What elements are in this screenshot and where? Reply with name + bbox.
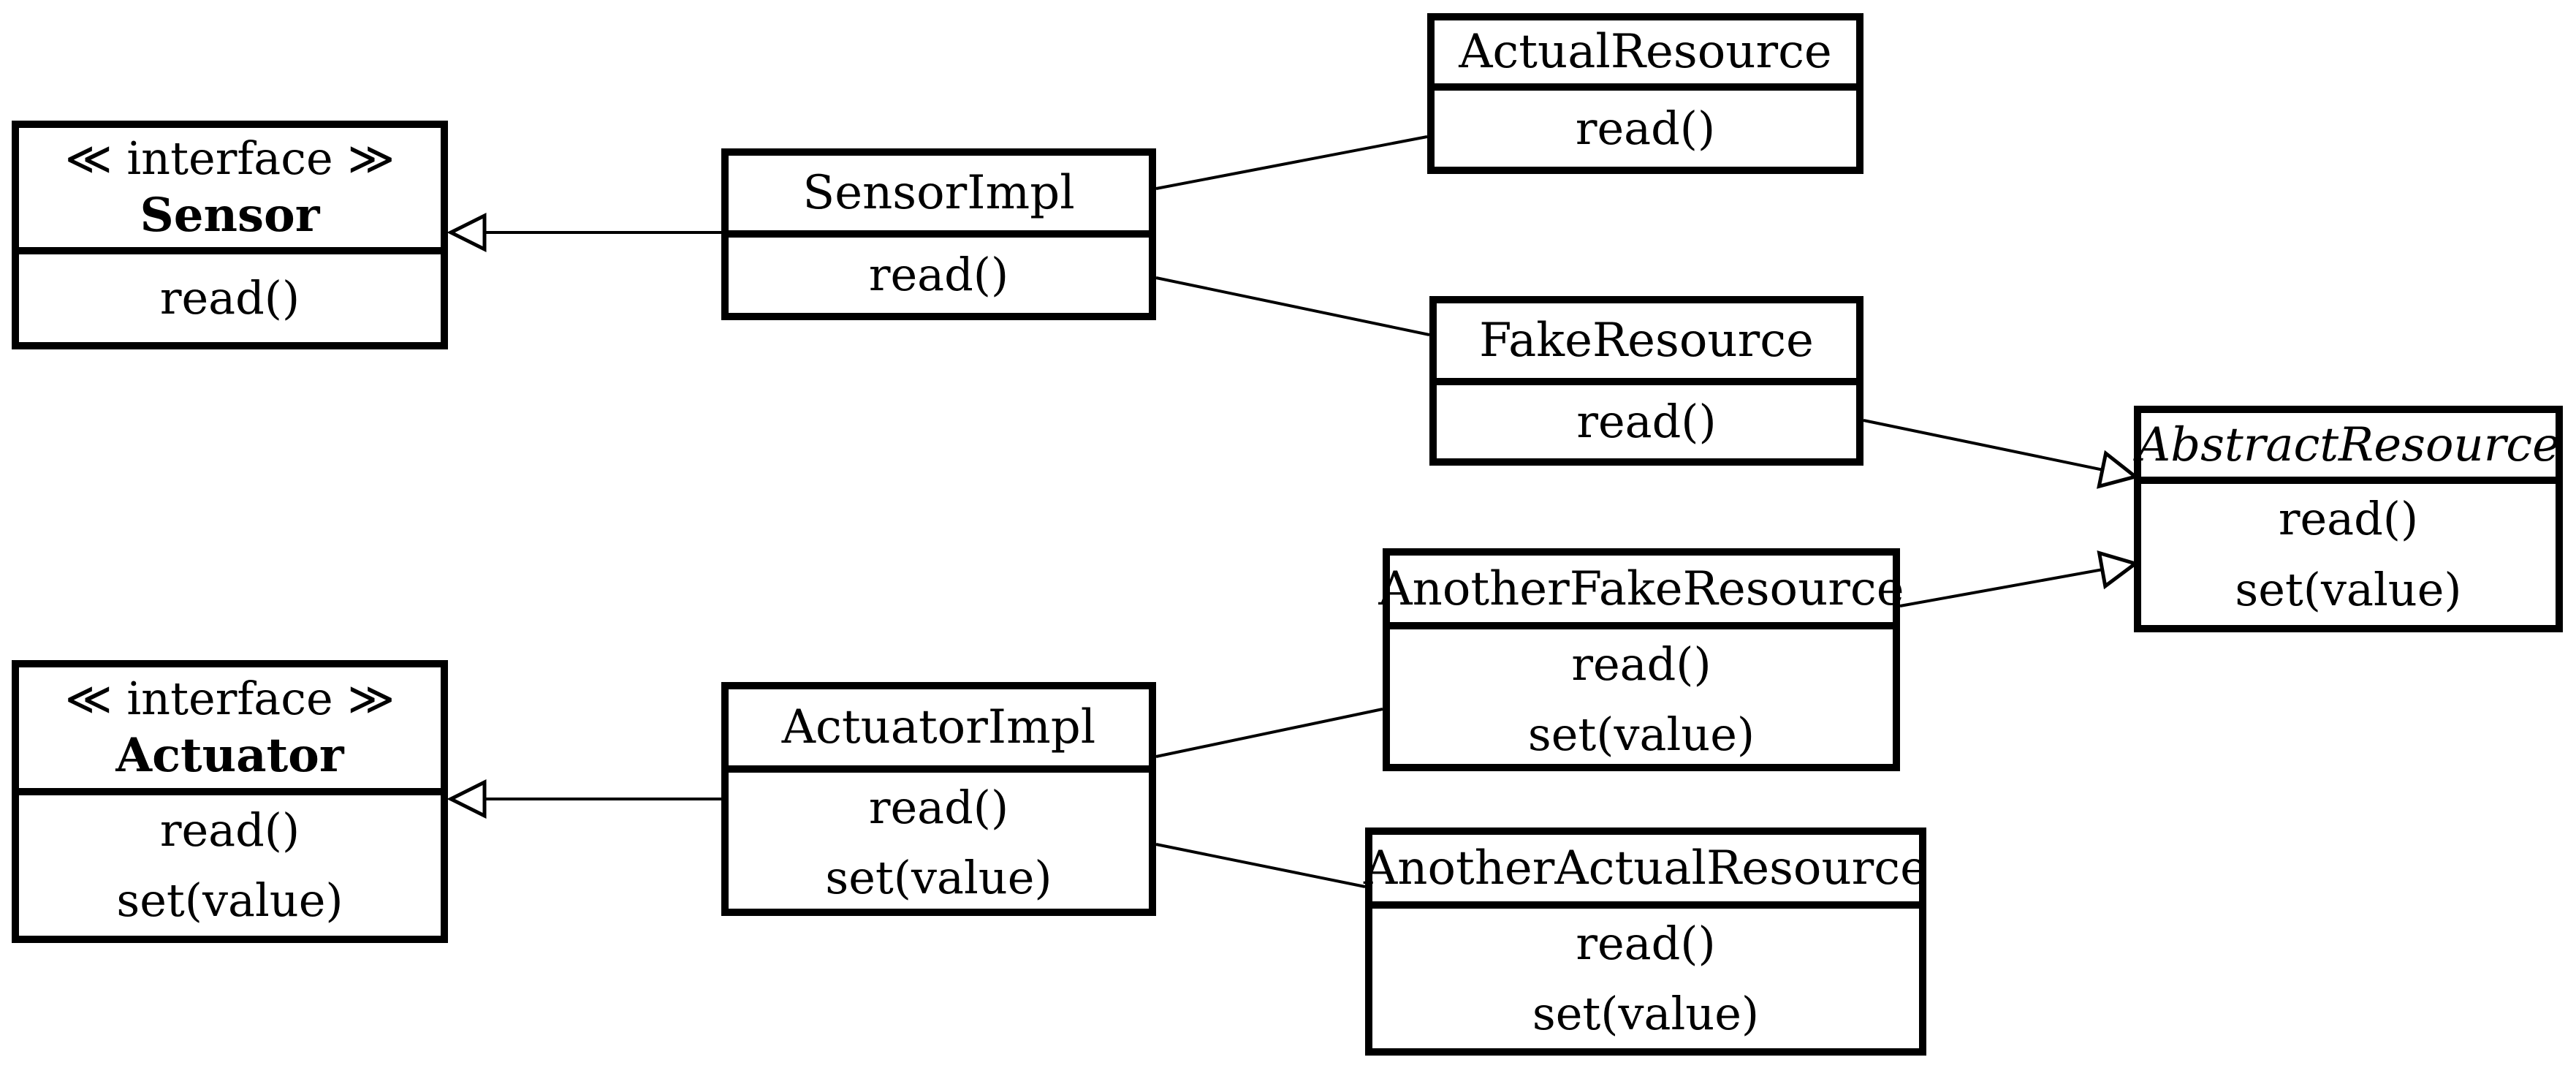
class-methods-anotherfakeresource: read() set(value)	[1390, 629, 1893, 770]
association-line-actuatorimpl-to-anotheractualresource	[1155, 843, 1366, 888]
method-label: read()	[159, 803, 300, 857]
class-box-actualresource: ActualResource read()	[1427, 13, 1863, 174]
class-methods-actuatorimpl: read() set(value)	[729, 773, 1149, 913]
class-header-fakeresource: FakeResource	[1437, 303, 1856, 385]
hollow-triangle-arrowhead-abstractresource-upper	[2097, 450, 2140, 489]
class-methods-actualresource: read()	[1435, 91, 1856, 167]
class-name: AnotherFakeResource	[1378, 561, 1904, 616]
hollow-triangle-arrowhead-abstractresource-lower	[2097, 550, 2140, 590]
class-box-actuatorimpl: ActuatorImpl read() set(value)	[721, 682, 1156, 916]
generalization-line-anotherfakeresource-to-abstractresource	[1899, 562, 2136, 607]
interface-stereotype: ≪ interface ≫	[64, 131, 395, 185]
method-label: read()	[1571, 637, 1711, 691]
class-name: ActuatorImpl	[781, 700, 1096, 754]
association-line-sensorimpl-to-fakeresource	[1155, 276, 1430, 336]
class-name: SensorImpl	[802, 166, 1075, 220]
method-label: set(value)	[116, 874, 343, 928]
class-methods-actuator: read() set(value)	[19, 795, 441, 936]
method-label: set(value)	[1527, 708, 1755, 762]
method-label: read()	[1576, 917, 1716, 970]
class-header-actualresource: ActualResource	[1435, 20, 1856, 91]
class-header-abstractresource: AbstractResource	[2137, 413, 2560, 484]
method-label: read()	[868, 248, 1009, 302]
class-box-sensor: ≪ interface ≫ Sensor read()	[12, 121, 448, 349]
class-name: FakeResource	[1479, 314, 1814, 368]
method-label: read()	[159, 270, 300, 325]
class-methods-anotheractualresource: read() set(value)	[1372, 909, 1919, 1049]
class-box-anotherfakeresource: AnotherFakeResource read() set(value)	[1378, 548, 1904, 771]
class-header-sensorimpl: SensorImpl	[729, 156, 1149, 238]
generalization-line-fakeresource-to-abstractresource	[1863, 419, 2136, 478]
class-header-actuator: ≪ interface ≫ Actuator	[19, 667, 441, 795]
class-name: AnotherActualResource	[1364, 841, 1928, 895]
class-methods-sensorimpl: read()	[729, 238, 1149, 313]
class-box-actuator: ≪ interface ≫ Actuator read() set(value)	[12, 660, 448, 943]
class-name: ActualResource	[1459, 25, 1832, 79]
class-methods-abstractresource: read() set(value)	[2141, 484, 2556, 625]
hollow-triangle-arrowhead-actuator	[447, 779, 487, 819]
method-label: set(value)	[2235, 562, 2462, 616]
hollow-triangle-arrowhead-sensor	[447, 212, 487, 253]
class-header-anotheractualresource: AnotherActualResource	[1364, 835, 1928, 909]
class-box-sensorimpl: SensorImpl read()	[721, 148, 1156, 320]
method-label: read()	[868, 781, 1009, 834]
class-name: Sensor	[140, 188, 320, 243]
class-name: Actuator	[115, 728, 344, 784]
method-label: read()	[2278, 492, 2419, 546]
class-header-sensor: ≪ interface ≫ Sensor	[19, 128, 441, 254]
class-methods-fakeresource: read()	[1437, 385, 1856, 458]
class-methods-sensor: read()	[19, 254, 441, 342]
method-label: set(value)	[825, 851, 1052, 905]
class-box-anotheractualresource: AnotherActualResource read() set(value)	[1364, 827, 1928, 1056]
method-label: set(value)	[1532, 987, 1760, 1041]
method-label: read()	[1575, 101, 1716, 155]
class-name: AbstractResource	[2136, 417, 2561, 472]
class-header-anotherfakeresource: AnotherFakeResource	[1378, 556, 1904, 629]
association-line-actuatorimpl-to-anotherfakeresource	[1155, 708, 1383, 758]
class-box-fakeresource: FakeResource read()	[1429, 296, 1863, 466]
method-label: read()	[1576, 394, 1717, 448]
class-header-actuatorimpl: ActuatorImpl	[729, 689, 1149, 773]
class-box-abstractresource: AbstractResource read() set(value)	[2134, 406, 2563, 632]
association-line-sensorimpl-to-actualresource	[1155, 135, 1428, 190]
interface-stereotype: ≪ interface ≫	[64, 671, 395, 725]
